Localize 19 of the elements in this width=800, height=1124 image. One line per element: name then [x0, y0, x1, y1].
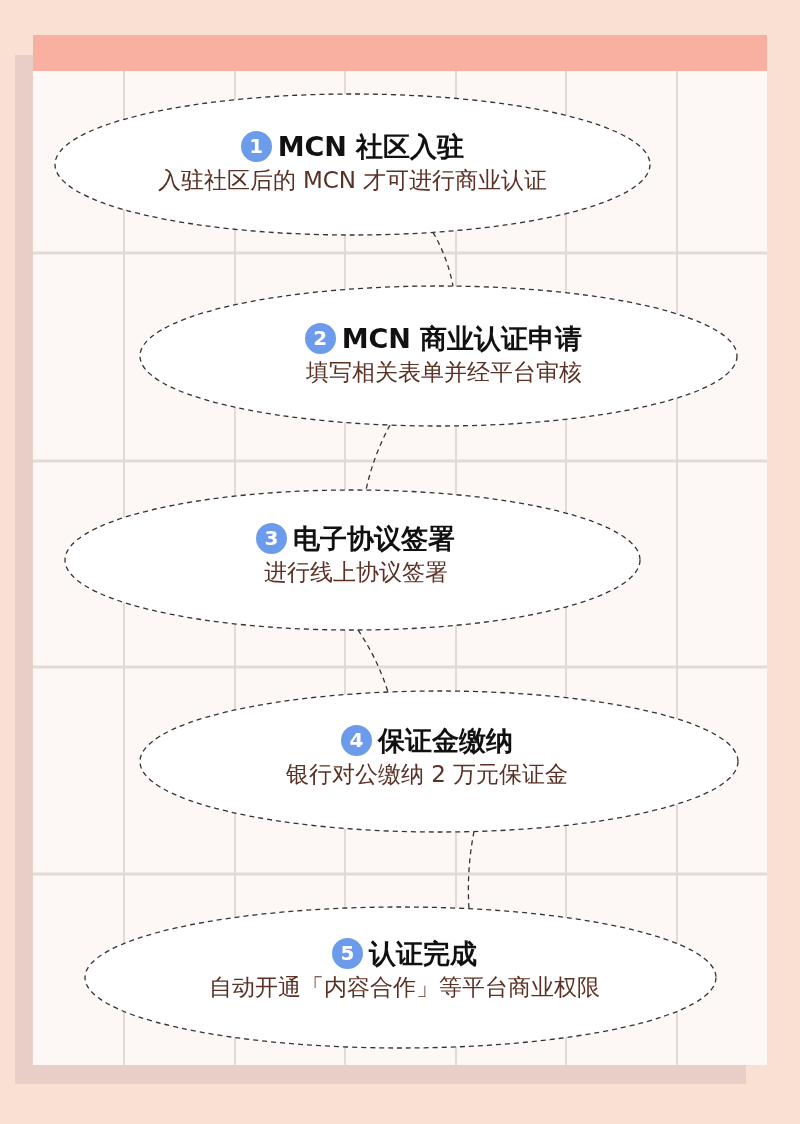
step-title: 认证完成: [369, 937, 477, 970]
step-title: MCN 社区入驻: [277, 130, 465, 163]
step-description: 填写相关表单并经平台审核: [305, 357, 582, 387]
dashed-connector: [467, 830, 475, 910]
step-description: 进行线上协议签署: [263, 557, 448, 587]
step-title: 保证金缴纳: [378, 724, 513, 757]
step-title: 电子协议签署: [293, 521, 455, 555]
step-ellipse: [54, 93, 651, 236]
step-description: 银行对公缴纳 2 万元保证金: [285, 760, 569, 789]
step-ellipse: [139, 285, 738, 427]
dashed-connector: [432, 231, 454, 287]
step-ellipse: [139, 690, 739, 833]
step-description: 入驻社区后的 MCN 才可进行商业认证: [157, 166, 548, 195]
step-ellipse: [64, 489, 641, 631]
step-title: MCN 商业认证申请: [341, 321, 583, 355]
step-description: 自动开通「内容合作」等平台商业权限: [209, 973, 600, 1002]
step-ellipse: [84, 906, 717, 1049]
dashed-connector: [365, 424, 391, 491]
dashed-connector: [357, 629, 389, 693]
